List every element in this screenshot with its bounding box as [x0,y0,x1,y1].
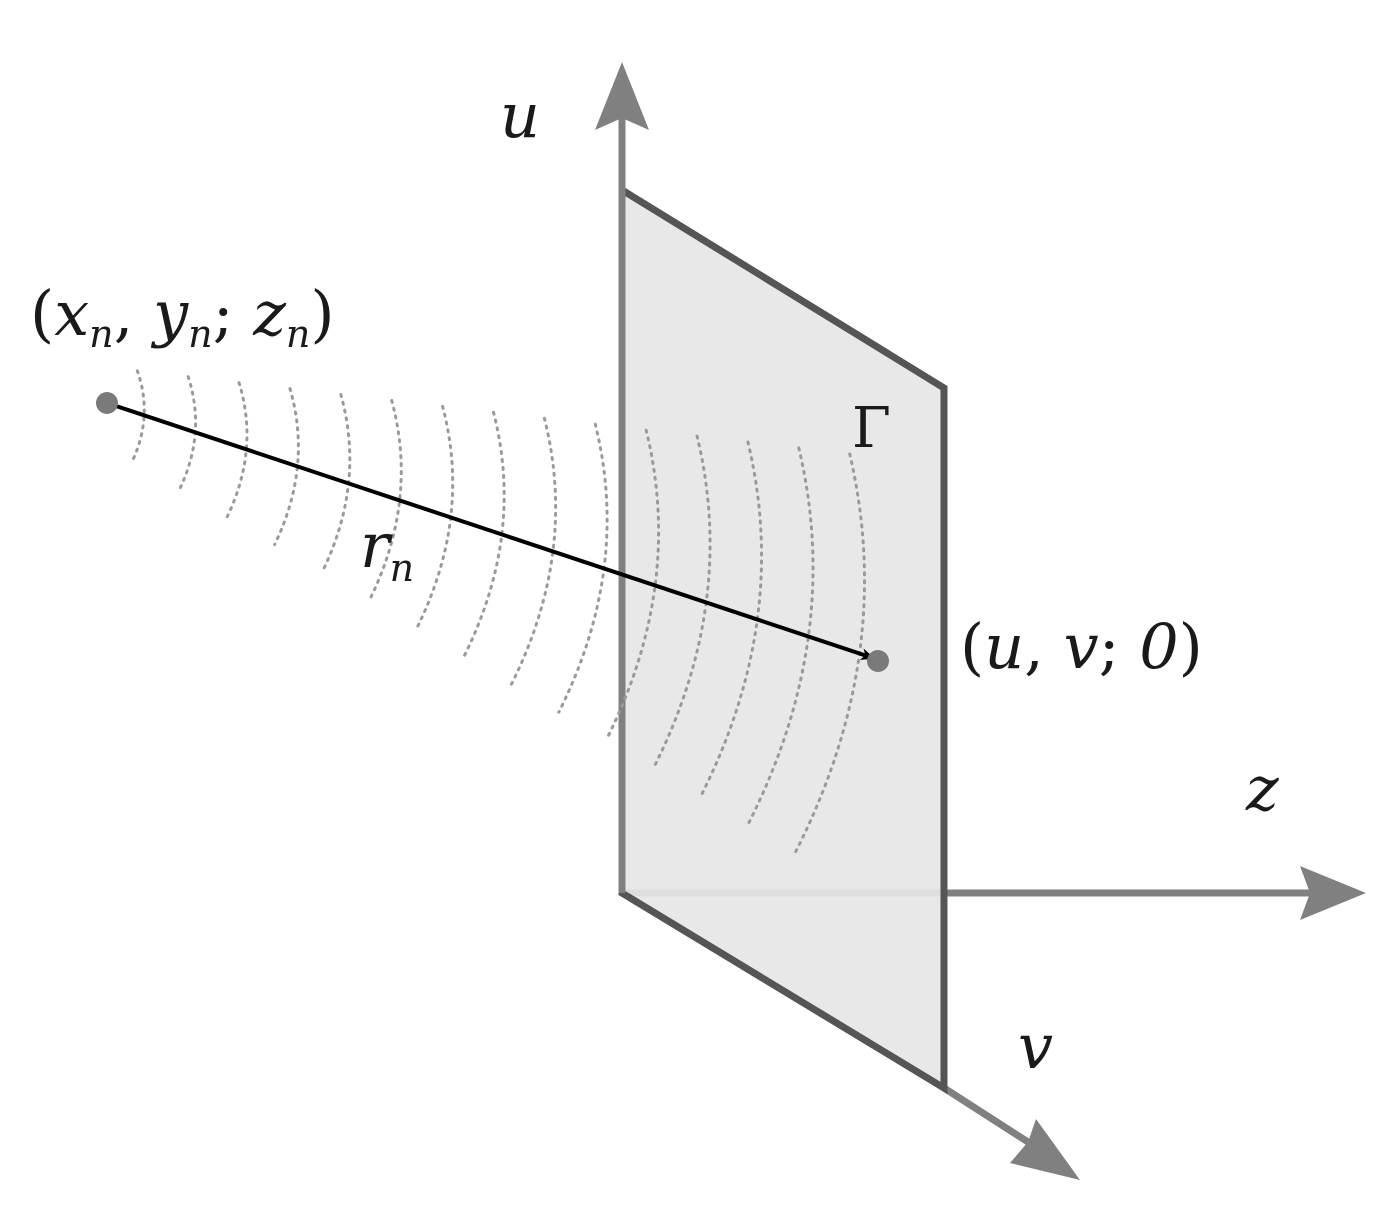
wavefront-arc [131,369,146,463]
wavefront-arc [604,428,661,742]
z-axis-arrowhead [1300,866,1366,920]
source-point [96,392,118,414]
target-point [867,650,889,672]
wavefront-arc [367,398,403,602]
distance-label: rn [360,509,414,590]
v-axis-label: v [1018,1010,1053,1083]
v-axis [942,1085,1030,1145]
wavefront-arc [746,446,815,826]
u-axis-label: u [500,79,540,152]
plane-gamma [618,183,948,1095]
z-axis-label: z [1245,752,1279,825]
u-axis-arrowhead [595,62,649,130]
target-point-label: (u, v; 0) [960,610,1203,683]
distance-ray [106,401,875,660]
wavefront-arc [509,416,558,686]
plane-label: Γ [852,396,891,461]
source-point-label: (xn, yn; zn) [30,277,335,356]
v-axis-arrowhead [1010,1119,1080,1180]
wavefront-arc [225,381,249,519]
